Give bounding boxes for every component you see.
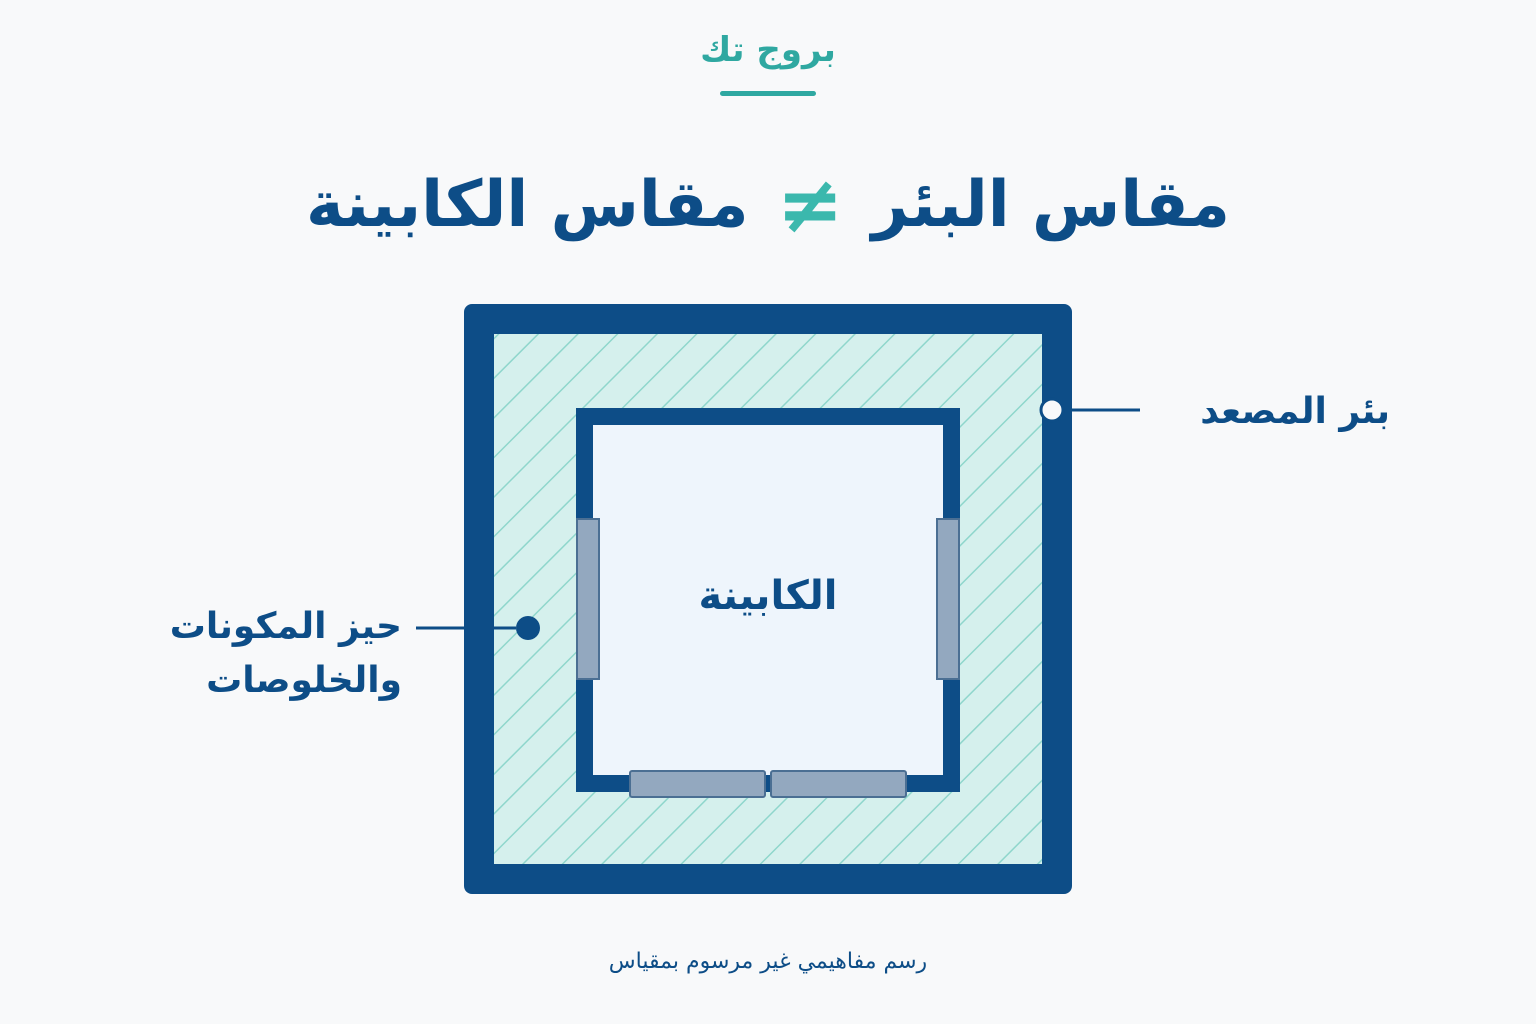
title-shaft-size: مقاس البئر bbox=[871, 168, 1230, 242]
cabin-floor bbox=[593, 425, 943, 775]
cabin-side-panel-left bbox=[576, 518, 600, 680]
space-label: حيز المكونات والخلوصات bbox=[169, 606, 402, 701]
title-cabin-size: مقاس الكابينة bbox=[306, 168, 749, 242]
brand-underline bbox=[720, 91, 816, 96]
shaft-label: بئر المصعد bbox=[1200, 391, 1390, 432]
brand-name: بروج تك bbox=[700, 30, 836, 70]
cabin-door-right bbox=[770, 770, 907, 798]
page-title: مقاس البئر ≠ مقاس الكابينة bbox=[0, 150, 1536, 260]
not-equal-sign: ≠ bbox=[776, 158, 844, 251]
cabin-label: الكابينة bbox=[698, 573, 838, 619]
space-callout-dot bbox=[516, 616, 540, 640]
cabin-side-panel-right bbox=[936, 518, 960, 680]
cabin-door-left bbox=[629, 770, 766, 798]
footnote: رسم مفاهيمي غير مرسوم بمقياس bbox=[608, 949, 928, 974]
shaft-callout-dot bbox=[1039, 397, 1065, 423]
